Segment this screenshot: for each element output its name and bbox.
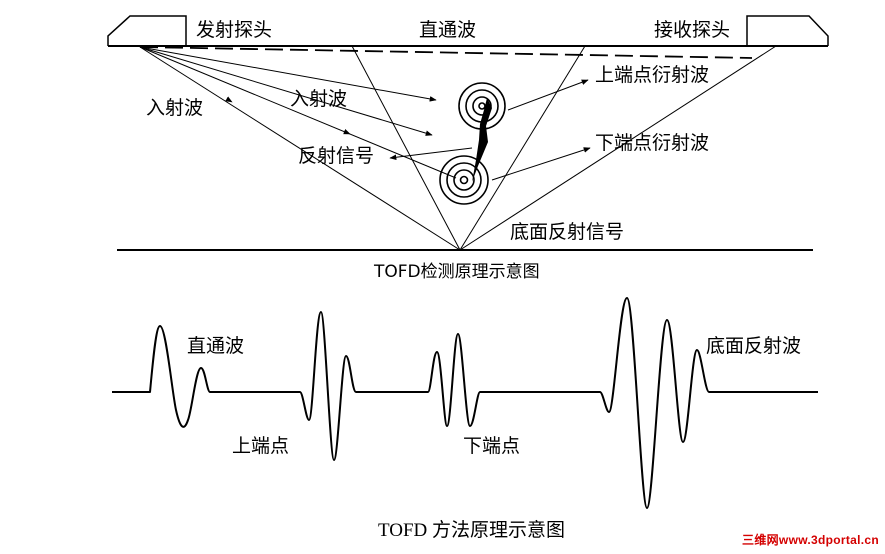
crack-defect: [472, 98, 492, 182]
reflected-signal-label: 反射信号: [298, 145, 375, 167]
reflected-signal-ray: [389, 147, 473, 161]
receive-probe-label: 接收探头: [654, 19, 731, 41]
receive-probe: [746, 15, 829, 46]
incident-ray-to-backwall: [139, 46, 461, 251]
lower-tip-diffraction-label: 下端点衍射波: [595, 132, 710, 154]
lateral-wave-top-label: 直通波: [419, 19, 477, 41]
upper-tip-diffraction-ray: [507, 79, 589, 111]
lateral-cone-left: [351, 45, 461, 251]
incident-wave-mid-label: 入射波: [290, 88, 348, 110]
transmit-probe: [107, 15, 187, 46]
lower-tip-diffraction-ray: [491, 147, 591, 181]
incident-ray-to-upper-tip: [139, 46, 437, 102]
figure-caption: TOFD 方法原理示意图: [378, 520, 566, 541]
site-watermark: 三维网www.3dportal.cn: [742, 533, 879, 547]
lateral-wave-path: [139, 46, 753, 59]
transmit-probe-label: 发射探头: [196, 19, 273, 41]
lateral-wave-waveform-label: 直通波: [187, 335, 245, 357]
backwall-reflection-ray: [459, 45, 777, 251]
lower-tip-waveform-label: 下端点: [463, 435, 521, 457]
backwall-wave-waveform-label: 底面反射波: [706, 335, 802, 357]
upper-tip-waveform-label: 上端点: [232, 435, 290, 457]
upper-tip-diffraction-label: 上端点衍射波: [595, 64, 710, 86]
incident-ray-to-crack: [139, 46, 433, 136]
ascan-waveform: [112, 297, 818, 509]
backwall-reflection-signal-label: 底面反射信号: [510, 221, 625, 243]
principle-title: TOFD检测原理示意图: [374, 262, 540, 282]
incident-wave-left-label: 入射波: [146, 97, 204, 119]
lateral-cone-right: [459, 45, 586, 251]
lower-tip-ripple-icon: [439, 155, 489, 205]
